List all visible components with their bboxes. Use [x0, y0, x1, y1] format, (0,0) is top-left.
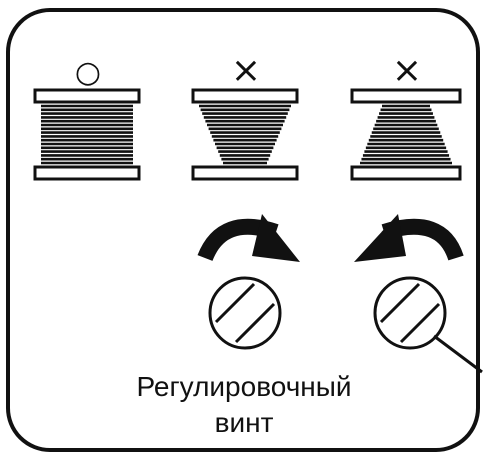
bobbin-top-flange: [350, 88, 462, 104]
wrong-mark-icon: ×: [392, 50, 422, 91]
wrong-mark-icon: ×: [231, 50, 261, 91]
thread-winding: [41, 104, 133, 165]
thread-winding: [360, 104, 452, 165]
leader-line: [433, 334, 483, 374]
curved-arrow-clockwise-icon: [197, 214, 300, 262]
bobbin-top-flange: [33, 88, 141, 104]
bobbin-bottom-flange: [33, 165, 141, 181]
adjusting-screw-left: [208, 276, 282, 350]
frame-border: [6, 8, 480, 452]
bobbin-bottom-flange: [350, 165, 462, 181]
caption-line-2: винт: [214, 407, 274, 438]
bobbin-taper-up-winding: [350, 88, 462, 181]
bobbin-top-flange: [191, 88, 299, 104]
bobbin-bottom-flange: [191, 165, 299, 181]
curved-arrow-counterclockwise-icon: [354, 214, 464, 262]
adjusting-screw-right: [373, 276, 447, 350]
thread-winding: [199, 104, 291, 165]
caption-line-1: Регулировочный: [136, 371, 352, 402]
bobbin-taper-down-winding: [191, 88, 299, 181]
bobbin-even-winding: [33, 88, 141, 181]
correct-mark-icon: ○: [75, 55, 101, 90]
